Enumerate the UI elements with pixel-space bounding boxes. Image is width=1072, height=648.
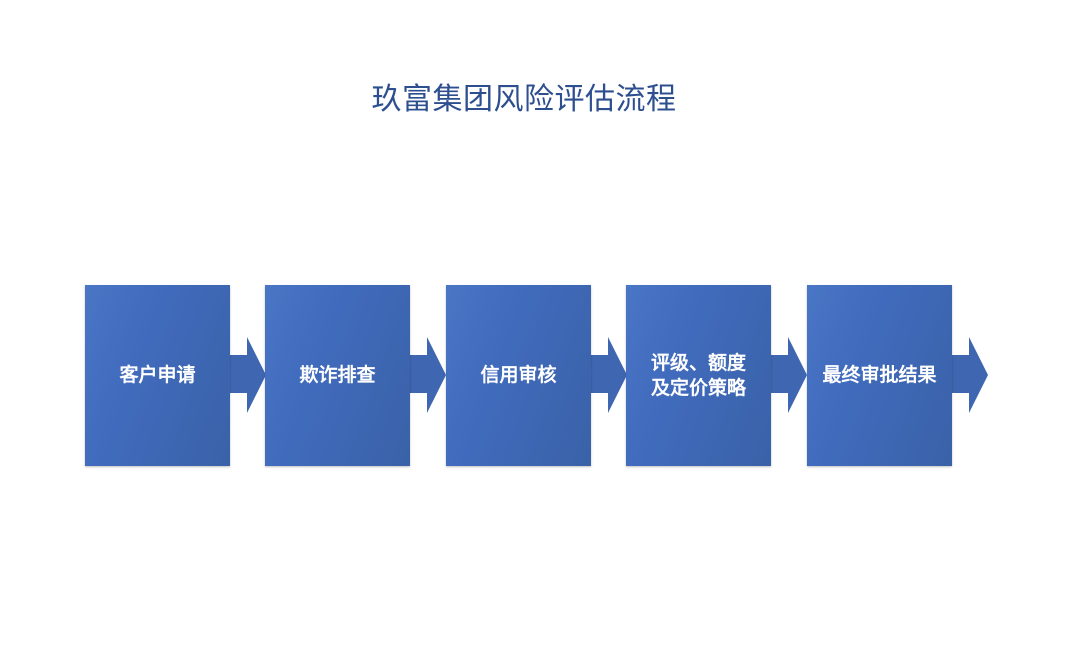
arrow-right-icon <box>586 337 627 413</box>
arrow-right-icon <box>225 337 266 413</box>
flow-step-box <box>446 285 591 466</box>
flow-step-label: 最终审批结果 <box>822 364 937 386</box>
flow-step-5: 最终审批结果 <box>807 285 988 466</box>
flow-step-3: 信用审核 <box>446 285 627 466</box>
flow-step-box <box>626 285 771 466</box>
flow-step-label: 欺诈排查 <box>299 364 376 386</box>
flow-step-box <box>265 285 410 466</box>
arrow-right-icon <box>766 337 807 413</box>
flow-step-label: 评级、额度 及定价策略 <box>650 351 746 399</box>
flow-step-box <box>807 285 952 466</box>
flow-step-box <box>85 285 230 466</box>
flow-step-4: 评级、额度 及定价策略 <box>626 285 807 466</box>
flow-step-label: 客户申请 <box>119 364 196 386</box>
arrow-right-icon <box>405 337 446 413</box>
flow-step-2: 欺诈排查 <box>265 285 446 466</box>
page-title: 玖富集团风险评估流程 <box>371 82 677 117</box>
flow-step-1: 客户申请 <box>85 285 266 466</box>
arrow-right-icon <box>947 337 988 413</box>
flow-step-label: 信用审核 <box>480 364 557 386</box>
